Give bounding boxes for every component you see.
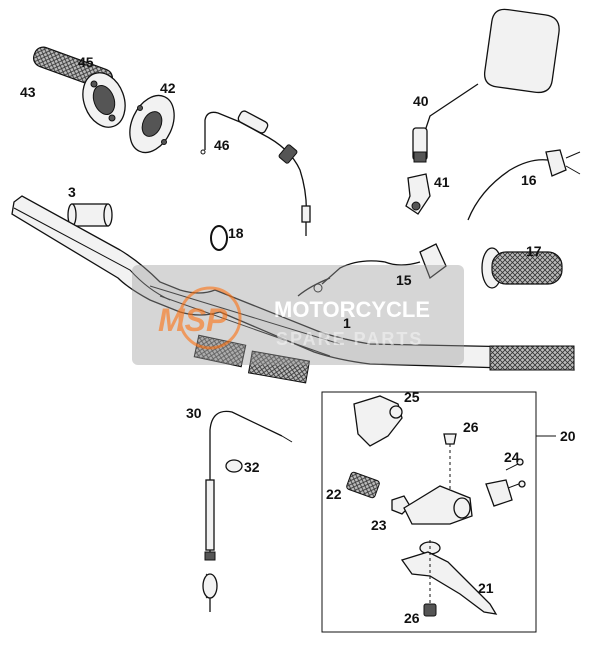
adjuster-barrel [346,471,380,499]
pivot-bolt [443,433,457,500]
handlebar [11,195,575,384]
mirror [412,8,560,163]
callout-20: 20 [560,428,576,444]
clutch-assembly-box [321,391,556,633]
callout-25: 25 [404,389,420,405]
callout-21: 21 [478,580,494,596]
callout-16: 16 [521,172,537,188]
callout-45: 45 [78,54,94,70]
clutch-lever [400,540,498,615]
callout-23: 23 [371,517,387,533]
callout-26-lower: 26 [404,610,420,626]
callout-3: 3 [68,184,76,200]
retaining-ring [210,225,228,251]
callout-32: 32 [244,459,260,475]
throttle-housing [129,94,175,154]
bar-clamp [485,458,526,507]
switch-unit [297,243,447,297]
watermark-line2: SPARE PARTS [276,329,423,349]
callout-17: 17 [526,243,542,259]
callout-41: 41 [434,174,450,190]
throttle-grip [32,46,126,128]
watermark-line1: MOTORCYCLE [274,297,430,322]
nut [225,459,243,473]
kill-switch [467,149,581,221]
callout-22: 22 [326,486,342,502]
callout-40: 40 [413,93,429,109]
callout-43: 43 [20,84,36,100]
callout-42: 42 [160,80,176,96]
watermark-logo: MSP [158,302,228,338]
lever-bracket [403,485,473,525]
left-grip [481,247,563,289]
clutch-cable [202,410,293,612]
callout-18: 18 [228,225,244,241]
callout-15: 15 [396,272,412,288]
lever-cover [353,395,403,447]
callout-30: 30 [186,405,202,421]
callout-46: 46 [214,137,230,153]
callout-1: 1 [343,315,351,331]
sleeve [67,203,113,227]
mirror-clamp [405,173,431,215]
callout-26-upper: 26 [463,419,479,435]
callout-24: 24 [504,449,520,465]
throttle-cable [200,110,311,236]
watermark: MSP MOTORCYCLE SPARE PARTS [132,265,464,365]
pivot-nut [423,603,437,617]
